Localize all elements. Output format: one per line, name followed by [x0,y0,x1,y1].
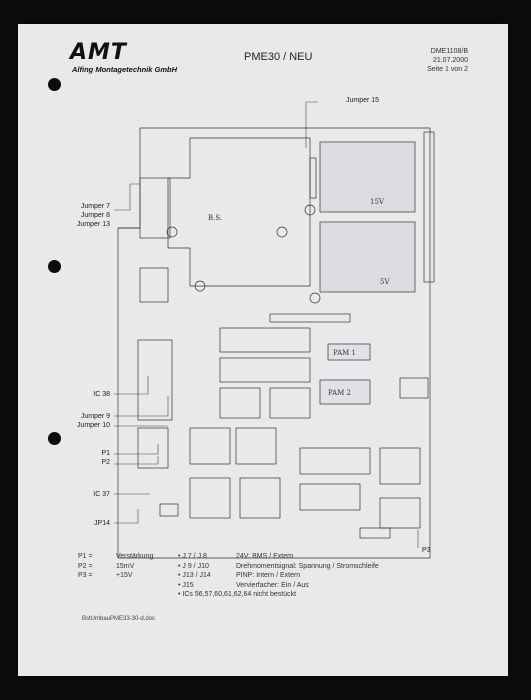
label-jumper10: Jumper 10 [76,422,110,429]
footer-filename: BstUmbauPME33-30-d.doc [82,616,156,622]
label-jumper-7-8-13: Jumper 7 Jumper 8 Jumper 13 [38,202,110,229]
mount-hole-4 [194,280,206,292]
label-jumper13: Jumper 13 [76,221,110,228]
label-jumper9: Jumper 9 [80,413,110,420]
bs-module [167,137,311,287]
sub-d-connector-3 [137,427,169,469]
edge-connector [423,131,435,283]
potentiometer-legend: P1 =Verstärkung P2 =15mV P3 =+15V [78,552,188,581]
legend-row-p3: P3 =+15V [78,572,133,579]
bs-label: B.S. [208,214,222,222]
ic-block-1 [219,387,261,419]
label-5v: 5V [380,278,390,286]
label-ic37: IC 37 [93,491,110,498]
header-row [269,313,351,323]
ic-block-7 [189,477,231,519]
ic-row-2 [219,357,311,383]
label-jumper-9-10: Jumper 9 Jumper 10 [38,412,110,430]
ic-block-5 [299,447,371,475]
mount-hole-1 [166,226,178,238]
ic-block-2 [269,387,311,419]
label-pam2: PAM 2 [328,389,351,397]
ic-row-1 [219,327,311,353]
transformer-15v [319,141,416,213]
pcb-layout-drawing: B.S. 15V 5V PAM 1 PAM 2 [117,127,435,559]
ic-block-4 [235,427,277,465]
label-p1-p2: P1 P2 [38,449,110,467]
ic-block-3 [189,427,231,465]
jp14-header [159,503,179,517]
legend-row-ics: • ICs 56,57,60,61,62,64 nicht bestückt [178,591,297,598]
sub-d-connector-1 [139,267,169,303]
pam2-module [319,379,371,405]
legend-row-p2: P2 =15mV [78,562,135,570]
page-title: PME30 / NEU [244,51,313,63]
document-info: DME1108/B 21.07.2000 Seite 1 von 2 [378,47,468,74]
label-p2: P2 [101,459,110,466]
label-jumper8: Jumper 8 [80,212,110,219]
label-pam1: PAM 1 [333,349,356,357]
label-jp14: JP14 [94,520,110,527]
document-sheet: AMT Alfing Montagetechnik GmbH PME30 / N… [18,24,508,676]
ic-block-8 [239,477,281,519]
document-date: 21.07.2000 [432,57,468,64]
company-name: Alfing Montagetechnik GmbH [72,65,177,74]
ic-block-6 [379,447,421,485]
page-number: Seite 1 von 2 [427,66,468,73]
mount-hole-3 [304,204,316,216]
label-p3: P3 [422,547,431,554]
company-logo: AMT [70,40,127,65]
label-15v: 15V [370,198,385,206]
jumper15-header [309,157,317,199]
label-ic38: IC 38 [93,391,110,398]
p3-trimmer [359,527,391,539]
ic-block-10 [379,497,421,529]
punch-hole-top [48,78,61,91]
pam1-module [327,343,371,361]
relay-block [139,177,171,239]
document-number: DME1108/B [430,48,468,55]
punch-hole-bottom [48,432,61,445]
mount-hole-2 [276,226,288,238]
ic-block-9 [299,483,361,511]
mount-hole-5 [309,292,321,304]
punch-hole-middle [48,260,61,273]
label-jumper15: Jumper 15 [346,97,380,104]
transformer-5v [319,221,416,293]
label-p1: P1 [101,450,110,457]
legend-row-p1: P1 =Verstärkung [78,553,154,560]
label-jumper7: Jumper 7 [80,203,110,210]
ic-block-11 [399,377,429,399]
sub-d-connector-2 [137,339,173,421]
